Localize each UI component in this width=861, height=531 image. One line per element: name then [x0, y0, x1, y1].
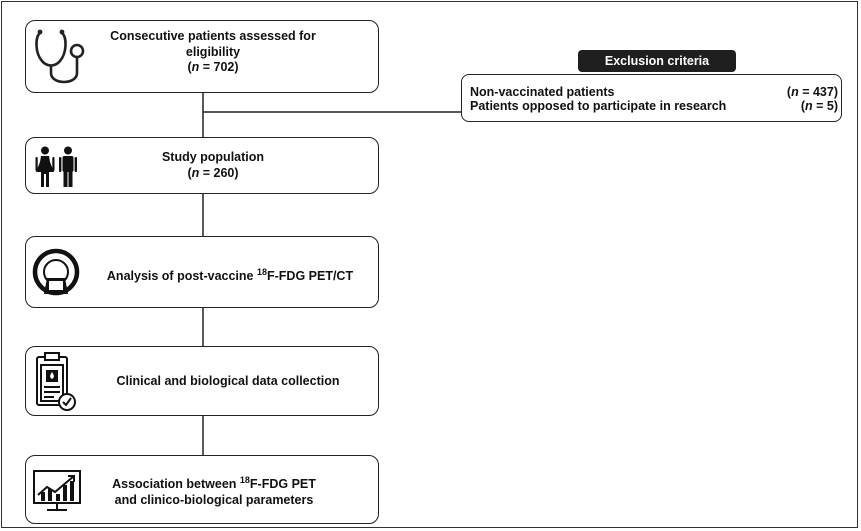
- eligibility-text: Consecutive patients assessed for eligib…: [98, 29, 328, 76]
- exclusion-item-label: Patients opposed to participate in resea…: [470, 99, 727, 113]
- association-line2: and clinico-biological parameters: [114, 492, 314, 507]
- people-icon: [35, 146, 77, 187]
- exclusion-box: [461, 74, 842, 122]
- association-text: Association between 18F-FDG PET and clin…: [94, 473, 334, 508]
- eligibility-n-value: = 702: [199, 60, 235, 74]
- analysis-suffix: F-FDG PET/CT: [266, 269, 354, 284]
- association-box: Association between 18F-FDG PET and clin…: [25, 455, 379, 524]
- study-population-n-value: = 260: [199, 165, 235, 180]
- exclusion-n-value: = 5: [812, 99, 834, 113]
- exclusion-item-label: Non-vaccinated patients: [470, 85, 615, 99]
- exclusion-n-value: = 437: [798, 85, 834, 99]
- exclusion-criteria-label: Exclusion criteria: [578, 50, 736, 72]
- stethoscope-icon: [35, 29, 85, 84]
- analysis-superscript: 18: [256, 267, 267, 277]
- clinical-text: Clinical and biological data collection: [88, 374, 368, 390]
- n-symbol: n: [791, 85, 799, 99]
- analysis-text: Analysis of post-vaccine 18F-FDG PET/CT: [82, 265, 378, 285]
- eligibility-count: (n = 702): [187, 60, 239, 74]
- analysis-box: Analysis of post-vaccine 18F-FDG PET/CT: [25, 236, 379, 308]
- association-line1: Association between 18F-FDG PET: [94, 473, 334, 493]
- study-population-count: (n = 260): [187, 165, 239, 180]
- eligibility-box: Consecutive patients assessed for eligib…: [25, 20, 379, 93]
- study-population-line1: Study population: [161, 150, 265, 164]
- exclusion-item-count: (n = 437): [786, 85, 838, 99]
- eligibility-line1: Consecutive patients assessed for: [110, 29, 316, 43]
- clinical-line1: Clinical and biological data collection: [116, 374, 340, 388]
- association-suffix: F-FDG PET: [249, 477, 316, 492]
- clinical-box: Clinical and biological data collection: [25, 346, 379, 416]
- association-superscript: 18: [239, 475, 250, 485]
- chart-monitor-icon: [33, 470, 81, 511]
- n-symbol: n: [191, 60, 200, 74]
- exclusion-item-count: (n = 5): [800, 99, 838, 113]
- analysis-prefix: Analysis of post-vaccine: [106, 269, 257, 284]
- clipboard-icon: [36, 352, 76, 411]
- study-population-box: Study population (n = 260): [25, 137, 379, 194]
- study-population-text: Study population (n = 260): [98, 150, 328, 181]
- n-symbol: n: [191, 165, 200, 180]
- pet-scanner-icon: [32, 248, 80, 296]
- association-prefix: Association between: [112, 477, 240, 492]
- eligibility-line2: eligibility: [185, 44, 241, 59]
- n-symbol: n: [804, 99, 813, 113]
